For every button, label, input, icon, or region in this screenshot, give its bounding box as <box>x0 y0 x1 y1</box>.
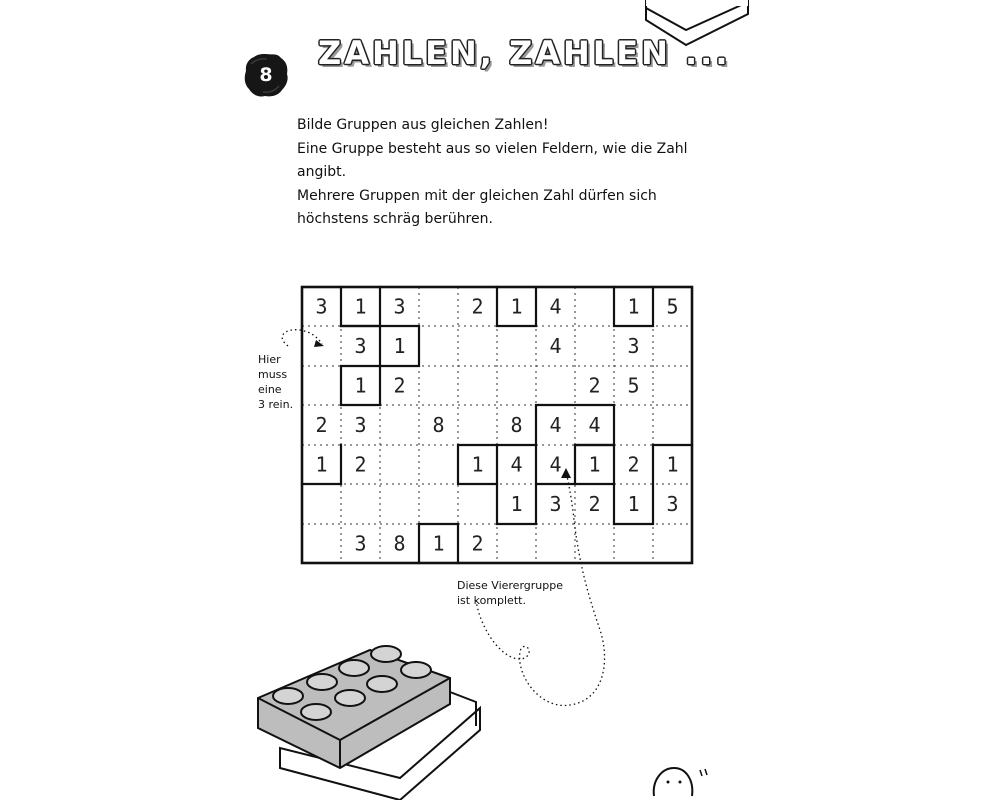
grid-cell-number: 2 <box>315 413 327 437</box>
grid-cell-number: 3 <box>354 531 366 555</box>
group-borders <box>300 285 694 565</box>
arrowhead-icon <box>314 340 324 347</box>
ink-blot-icon <box>244 54 288 97</box>
grid-cell-number: 3 <box>354 413 366 437</box>
grid-cell-number: 1 <box>510 295 522 319</box>
grid-cell-number: 3 <box>354 334 366 358</box>
arrow-bottom-note <box>475 471 606 707</box>
instruction-line: Mehrere Gruppen mit der gleichen Zahl dü… <box>297 187 657 204</box>
grid-cell-number: 1 <box>588 452 600 476</box>
grid-cell-number: 1 <box>627 295 639 319</box>
instruction-line: Bilde Gruppen aus gleichen Zahlen! <box>297 117 549 133</box>
grid-cell-number: 2 <box>393 374 405 398</box>
grid-cell-number: 3 <box>393 295 405 319</box>
lego-brick-icon <box>257 645 481 800</box>
page-title: ZAHLEN, ZAHLEN ... <box>318 34 731 72</box>
arrowhead-icon <box>561 468 571 478</box>
grid-cell-number: 3 <box>666 492 678 516</box>
page-number-badge: 8 <box>243 52 289 98</box>
grid-cell-number: 5 <box>666 295 678 319</box>
grid-cell-number: 3 <box>627 334 639 358</box>
note-line: ist komplett. <box>457 594 526 607</box>
grid-cell-number: 2 <box>627 452 639 476</box>
grid-cell-number: 2 <box>471 295 483 319</box>
page-number: 8 <box>259 64 273 86</box>
instruction-line: angibt. <box>297 164 347 180</box>
grid-cell-number: 1 <box>510 492 522 516</box>
grid-cell-number: 1 <box>627 492 639 516</box>
grid-cell-number: 5 <box>627 374 639 398</box>
grid-cell-number: 3 <box>549 492 561 516</box>
note-line: muss <box>258 368 288 381</box>
grid-cell-number: 2 <box>588 374 600 398</box>
note-left: Hier muss eine 3 rein. <box>258 352 293 412</box>
grid-cell-number: 4 <box>549 452 561 476</box>
grid-cell-number: 4 <box>549 413 561 437</box>
lego-brick-top-icon <box>645 0 749 47</box>
instructions: Bilde Gruppen aus gleichen Zahlen! Eine … <box>297 114 697 232</box>
creature-icon <box>652 766 708 797</box>
grid-cell-number: 8 <box>393 531 405 555</box>
grid-cell-number: 4 <box>588 413 600 437</box>
grid-cell-number: 4 <box>510 452 522 476</box>
grid-cell-number: 4 <box>549 295 561 319</box>
grid-cell-number: 4 <box>549 334 561 358</box>
instruction-line: höchstens schräg berühren. <box>297 211 493 227</box>
grid-cell-number: 1 <box>432 531 444 555</box>
grid-cell-number: 1 <box>393 334 405 358</box>
note-line: eine <box>258 383 282 396</box>
note-bottom: Diese Vierergruppe ist komplett. <box>457 578 563 608</box>
grid-numbers: 3 1 3 2 1 4 1 5 3 1 4 3 1 2 2 5 2 3 8 8 4 4 1 2 1 4 4 1 2 1 1 3 2 1 3 3 8 1 2 <box>315 295 678 556</box>
arrow-left-note <box>281 329 323 347</box>
grid-cell-number: 2 <box>588 492 600 516</box>
grid-cell-number: 1 <box>315 452 327 476</box>
grid-outer-border <box>300 285 694 565</box>
grid-cell-number: 1 <box>471 452 483 476</box>
grid-cell-number: 1 <box>354 295 366 319</box>
grid-cell-number: 2 <box>354 452 366 476</box>
grid-cell-number: 1 <box>354 374 366 398</box>
note-line: Hier <box>258 353 281 366</box>
grid-cell-number: 1 <box>666 452 678 476</box>
instruction-line: Eine Gruppe besteht aus so vielen Felder… <box>297 140 688 157</box>
grid-cell-number: 3 <box>315 295 327 319</box>
grid-cell-number: 8 <box>432 413 444 437</box>
grid-cell-number: 8 <box>510 413 522 437</box>
grid-cell-number: 2 <box>471 531 483 555</box>
note-line: Diese Vierergruppe <box>457 579 563 592</box>
note-line: 3 rein. <box>258 398 294 411</box>
